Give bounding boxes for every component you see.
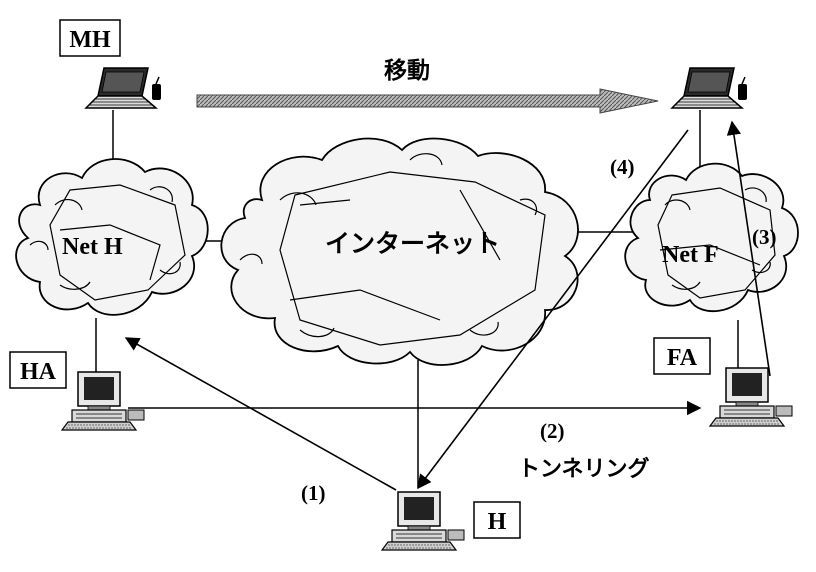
fa-label: FA bbox=[667, 345, 698, 371]
foreign-agent-computer bbox=[710, 368, 792, 426]
mobile-host-laptop-home bbox=[86, 68, 161, 108]
internet-label: インターネット bbox=[325, 229, 500, 258]
net-f-label: Net F bbox=[662, 242, 719, 268]
step3-label: (3) bbox=[752, 225, 777, 249]
step4-label: (4) bbox=[610, 155, 635, 179]
mh-label-box: MH bbox=[60, 20, 120, 56]
step1-label: (1) bbox=[301, 481, 326, 505]
net-h-label: Net H bbox=[62, 234, 123, 260]
mh-label: MH bbox=[69, 27, 111, 53]
home-agent-computer bbox=[62, 372, 144, 430]
movement-label: 移動 bbox=[384, 58, 430, 84]
fa-label-box: FA bbox=[654, 338, 710, 374]
tunneling-label: トンネリング bbox=[518, 456, 650, 482]
h-label: H bbox=[488, 509, 507, 535]
ha-label: HA bbox=[20, 359, 57, 385]
correspondent-host-computer bbox=[382, 492, 464, 550]
h-label-box: H bbox=[474, 502, 520, 538]
ha-label-box: HA bbox=[10, 352, 66, 388]
mobile-host-laptop-foreign bbox=[672, 68, 747, 108]
movement-arrow bbox=[197, 89, 658, 113]
step2-label: (2) bbox=[540, 419, 565, 443]
